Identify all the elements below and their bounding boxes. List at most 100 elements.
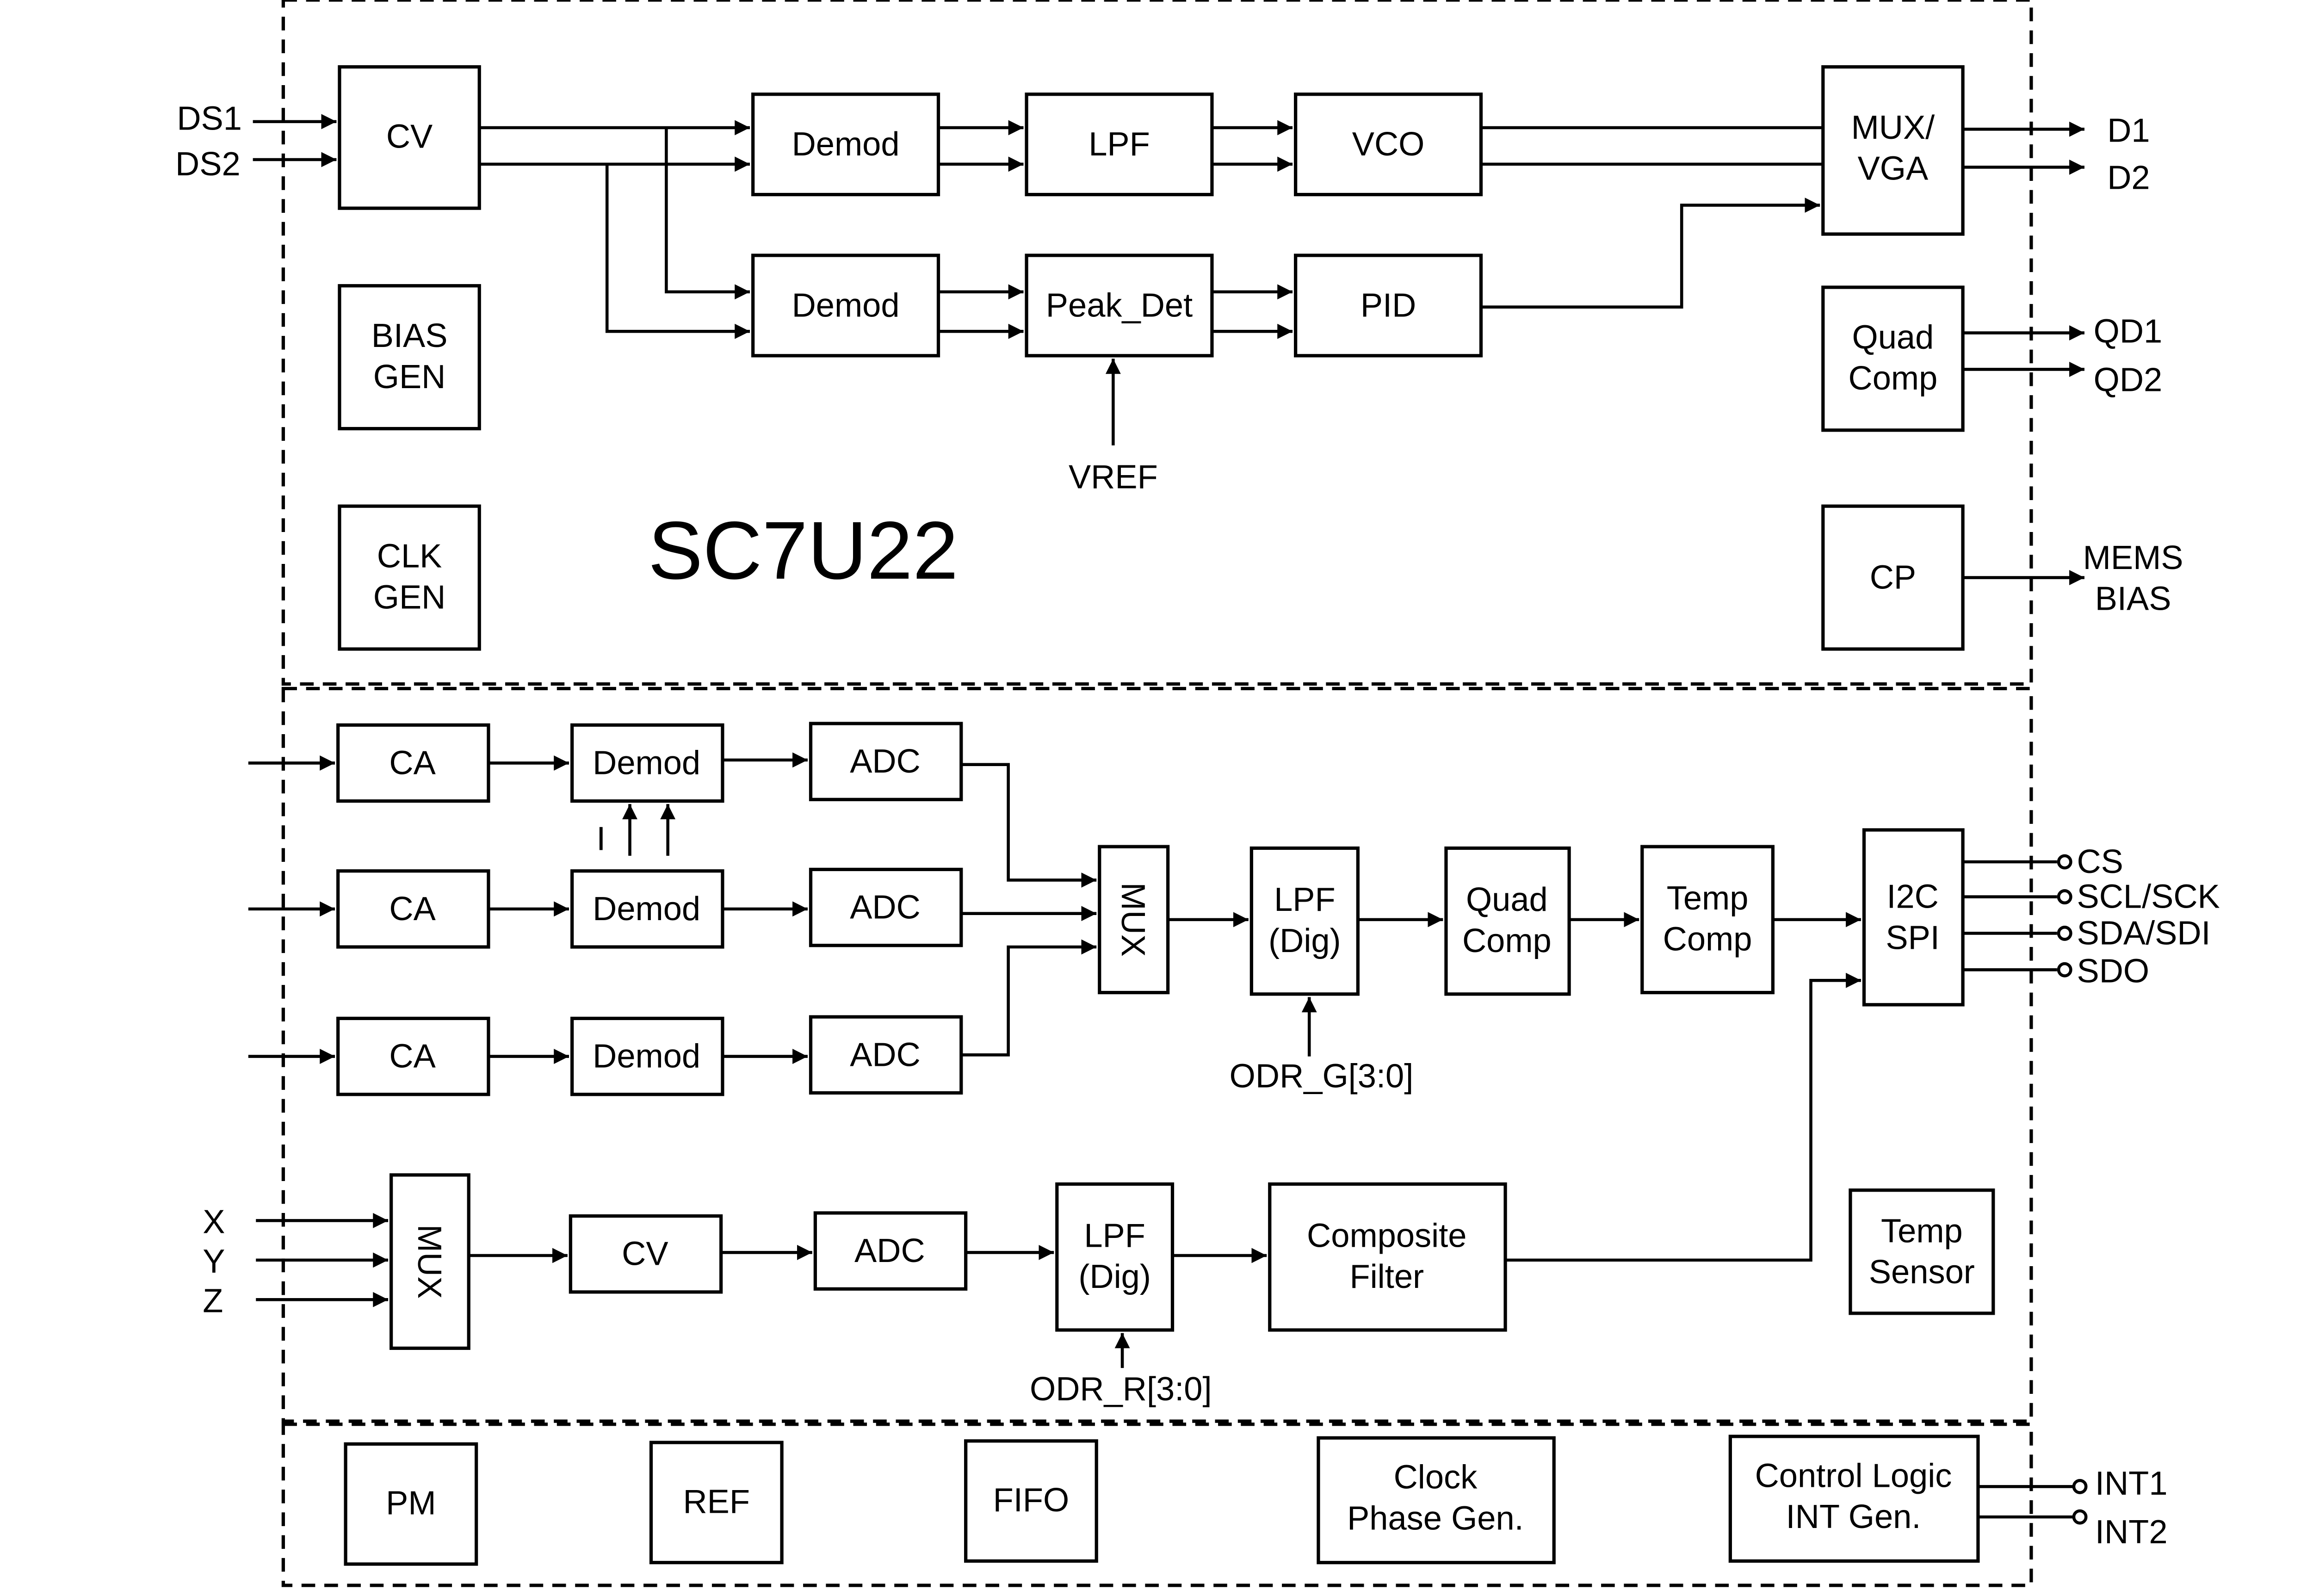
i2c-spi-block [1862, 828, 1965, 1007]
i2c-spi-label-1: I2C [1886, 878, 1938, 916]
ref-block [649, 1441, 784, 1565]
pin-int1: INT1 [2095, 1465, 2168, 1502]
adc-low-block [813, 1211, 968, 1291]
pin-sda-sdi: SDA/SDI [2077, 915, 2211, 952]
composite-filter-label-1: Composite [1307, 1217, 1466, 1254]
pin-mems-bias-2: BIAS [2095, 581, 2171, 618]
quad-comp-top-label-2: Comp [1849, 360, 1938, 397]
temp-comp-block [1640, 845, 1775, 995]
mux-low-block [390, 1173, 470, 1350]
vco-label: VCO [1352, 126, 1425, 163]
int1-terminal [2072, 1478, 2088, 1494]
quad-comp-mid-label-2: Comp [1462, 922, 1552, 959]
bias-gen-label-1: BIAS [371, 317, 448, 354]
lpf-dig-r-label-1: LPF [1084, 1217, 1145, 1254]
bottom-wires [1978, 1485, 2074, 1519]
lpf-dig-r-label-2: (Dig) [1078, 1258, 1151, 1295]
demod-top1-block [751, 93, 940, 197]
temp-comp-label-1: Temp [1667, 880, 1749, 917]
clk-gen-label-2: GEN [373, 579, 446, 616]
gyro-region [281, 0, 2033, 686]
ca2-block [336, 869, 490, 949]
fifo-label: FIFO [993, 1482, 1070, 1519]
clk-gen-block [338, 504, 481, 651]
pin-scl-sck: SCL/SCK [2077, 878, 2220, 916]
sda-sdi-terminal [2057, 926, 2072, 941]
clock-phase-label-2: Phase Gen. [1347, 1500, 1524, 1537]
control-logic-block [1728, 1435, 1980, 1563]
pin-int2: INT2 [2095, 1514, 2168, 1551]
adc1-label: ADC [850, 743, 921, 780]
demod-mid2-block [570, 869, 724, 949]
quad-comp-mid-label-1: Quad [1466, 881, 1548, 918]
pin-odr-r: ODR_R[3:0] [1030, 1371, 1212, 1408]
vco-block [1294, 93, 1483, 197]
pin-i: I [596, 821, 606, 858]
quad-comp-top-block [1821, 285, 1965, 432]
demod-top2-label: Demod [792, 287, 900, 324]
adc-low-label: ADC [854, 1232, 925, 1269]
composite-filter-label-2: Filter [1349, 1258, 1424, 1295]
pin-z: Z [203, 1283, 223, 1320]
pin-d2: D2 [2107, 159, 2150, 196]
control-logic-label-2: INT Gen. [1786, 1498, 1921, 1535]
adc3-label: ADC [850, 1036, 921, 1073]
mux-vga-label-1: MUX/ [1851, 109, 1936, 146]
clk-gen-label-1: CLK [377, 538, 442, 575]
chip-title: SC7U22 [648, 504, 959, 596]
mux-mid-label: MUX [1114, 883, 1151, 957]
pid-label: PID [1361, 287, 1416, 324]
sdo-terminal [2057, 962, 2072, 977]
demod-mid2-label: Demod [593, 891, 700, 928]
ca2-label: CA [389, 891, 436, 928]
middle-wires [248, 752, 2057, 1368]
demod-mid3-block [570, 1016, 724, 1096]
pin-odr-g: ODR_G[3:0] [1230, 1058, 1414, 1095]
mux-vga-block [1821, 65, 1965, 236]
pm-block [344, 1442, 478, 1566]
mux-low-label: MUX [411, 1225, 448, 1299]
pin-ds1: DS1 [177, 100, 242, 137]
lpf-dig-r-block [1055, 1182, 1175, 1332]
pin-cs: CS [2077, 843, 2123, 880]
cv-top-block [338, 65, 481, 210]
i2c-spi-label-2: SPI [1886, 919, 1939, 956]
pm-label: PM [386, 1485, 436, 1522]
temp-sensor-label-1: Temp [1881, 1212, 1963, 1250]
control-logic-label-1: Control Logic [1755, 1457, 1952, 1494]
quad-comp-top-label-1: Quad [1852, 319, 1934, 356]
demod-mid1-block [570, 723, 724, 803]
pin-x: X [203, 1204, 225, 1241]
ca3-block [336, 1016, 490, 1096]
cv-top-label: CV [386, 118, 433, 155]
adc2-block [809, 867, 963, 947]
demod-mid3-label: Demod [593, 1038, 700, 1075]
adc1-block [809, 722, 963, 801]
quad-comp-mid-block [1444, 846, 1571, 996]
clock-phase-block [1317, 1436, 1556, 1565]
demod-top1-label: Demod [792, 126, 900, 163]
top-wires [253, 114, 2084, 585]
cv-low-label: CV [622, 1236, 668, 1273]
lpf-dig-g-label-1: LPF [1274, 881, 1336, 918]
cs-terminal [2057, 854, 2072, 870]
support-region [281, 1423, 2033, 1587]
temp-comp-label-2: Comp [1663, 921, 1752, 958]
lpf-top-block [1025, 93, 1214, 197]
bias-gen-label-2: GEN [373, 359, 446, 396]
pin-mems-bias-1: MEMS [2083, 539, 2183, 576]
temp-sensor-block [1849, 1188, 1995, 1315]
pin-sdo: SDO [2077, 953, 2150, 990]
pin-qd1: QD1 [2094, 313, 2163, 350]
ca3-label: CA [389, 1038, 436, 1075]
mux-vga-label-2: VGA [1858, 150, 1929, 187]
demod-mid1-label: Demod [593, 744, 700, 781]
pin-ds2: DS2 [175, 146, 241, 183]
pin-y: Y [203, 1243, 225, 1280]
ca1-label: CA [389, 744, 436, 781]
pin-vref: VREF [1069, 459, 1158, 496]
lpf-top-label: LPF [1088, 126, 1150, 163]
clock-phase-label-1: Clock [1394, 1459, 1478, 1496]
cp-label: CP [1870, 559, 1916, 596]
